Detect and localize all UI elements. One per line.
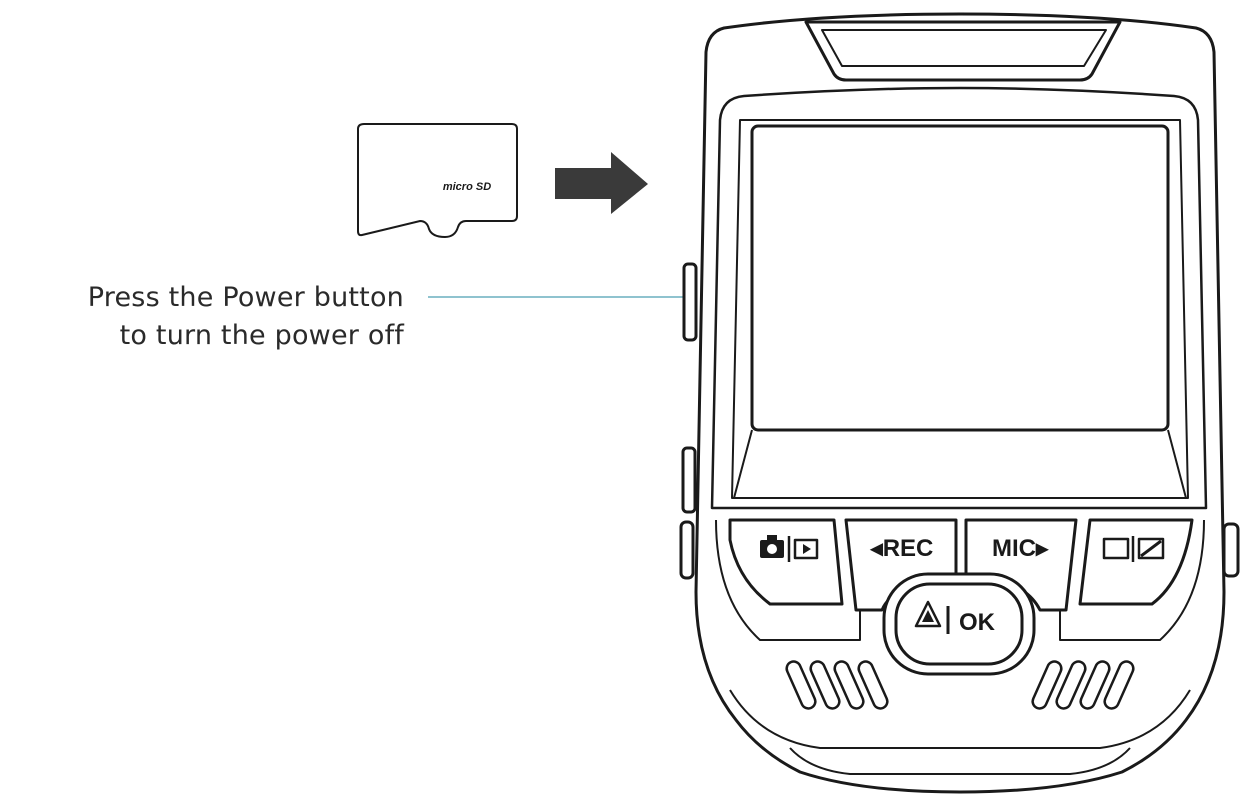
power-button[interactable] [682, 262, 698, 342]
camera-icon [760, 535, 784, 558]
screen-on-icon [1102, 537, 1130, 560]
microsd-logo: micro SD [443, 181, 491, 193]
camera-playback-button[interactable] [728, 518, 844, 606]
power-off-caption: Press the Power button to turn the power… [24, 279, 404, 355]
mic-button[interactable]: MIC▸ [964, 518, 1078, 612]
side-button-lower[interactable] [681, 446, 697, 514]
rec-label: ◂REC [870, 535, 934, 562]
caption-line-1: Press the Power button [87, 282, 404, 313]
insert-arrow-icon [555, 152, 648, 214]
vent-slots-left [785, 660, 889, 710]
playback-icon [793, 538, 819, 560]
screen-off-icon [1137, 537, 1165, 560]
warning-triangle-icon [914, 600, 942, 628]
ok-emergency-button[interactable]: OK [882, 572, 1036, 676]
ok-label: OK [959, 609, 996, 636]
microsd-card-icon [357, 123, 518, 239]
bottom-contour [729, 689, 1191, 775]
caption-line-2: to turn the power off [119, 320, 404, 351]
lcd-screen [750, 124, 1170, 432]
side-knob-left [679, 520, 695, 580]
vent-slots-right [1031, 660, 1135, 710]
display-mode-button[interactable] [1078, 518, 1194, 606]
side-knob-right [1222, 522, 1240, 578]
mic-label: MIC▸ [992, 535, 1049, 562]
